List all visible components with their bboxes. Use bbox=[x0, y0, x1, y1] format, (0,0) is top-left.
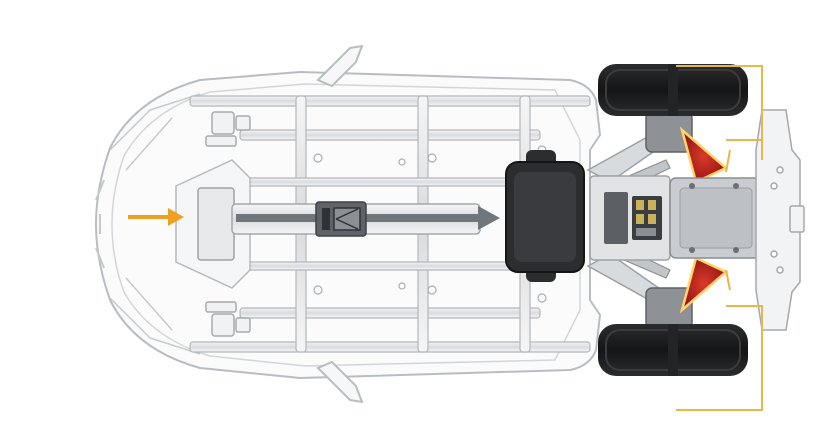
orange-arrow-icon bbox=[128, 208, 184, 226]
mirror-bottom bbox=[316, 360, 364, 404]
nose-tip bbox=[95, 179, 105, 269]
stop-block-icon bbox=[315, 201, 367, 237]
mirror-top bbox=[316, 44, 364, 88]
leader-lines bbox=[676, 65, 763, 411]
rear-wheel-top bbox=[598, 64, 748, 116]
red-brace-top bbox=[679, 126, 729, 184]
front-brackets bbox=[205, 111, 251, 337]
frame-rails bbox=[189, 95, 591, 353]
red-brace-bottom bbox=[679, 256, 729, 314]
driver-seat bbox=[505, 150, 585, 282]
nose-detail bbox=[109, 93, 201, 355]
gearbox-module bbox=[589, 175, 763, 261]
front-block bbox=[197, 187, 235, 261]
rear-wheel-bottom bbox=[598, 324, 748, 376]
rear-structure bbox=[755, 109, 805, 331]
body-inner-outline bbox=[111, 83, 581, 367]
